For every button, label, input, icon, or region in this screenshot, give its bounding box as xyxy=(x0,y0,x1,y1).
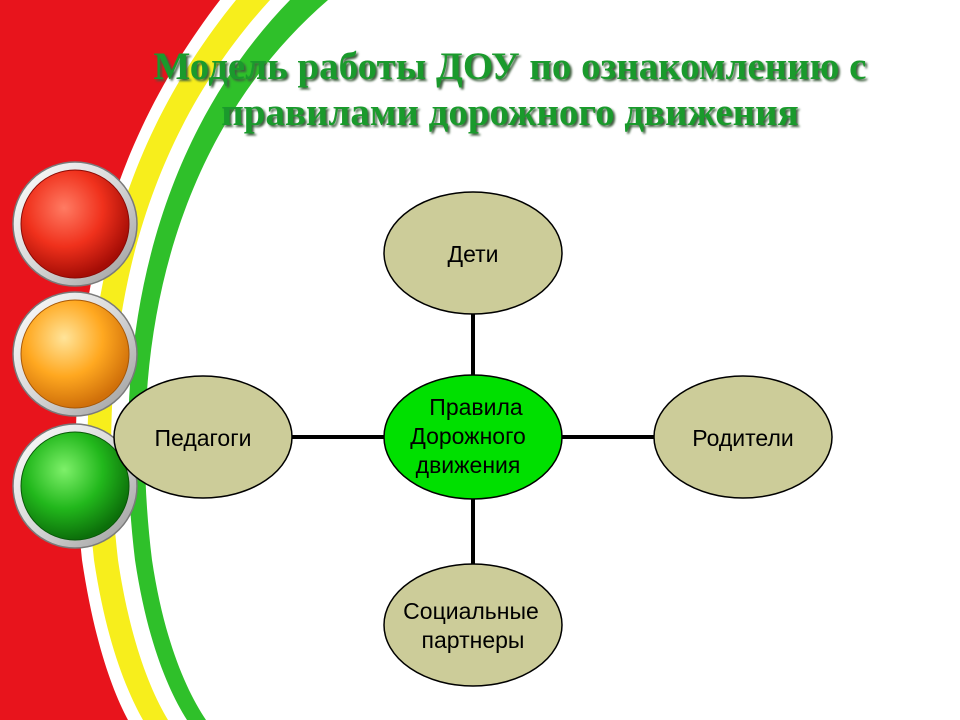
node-bottom: Социальные партнеры xyxy=(383,563,563,687)
node-center-label-line1: Правила xyxy=(429,394,523,420)
node-top: Дети xyxy=(383,191,563,315)
node-right: Родители xyxy=(653,375,833,499)
red-light xyxy=(20,169,130,279)
page-title-line2: правилами дорожного движения xyxy=(221,91,799,134)
node-center: Правила Дорожного движения xyxy=(383,374,563,500)
page-title: Модель работы ДОУ по ознакомлению с прав… xyxy=(80,44,940,136)
node-left: Педагоги xyxy=(113,375,293,499)
node-center-label-line3: движения xyxy=(416,452,521,478)
traffic-light xyxy=(12,161,138,549)
node-center-label-line2: Дорожного xyxy=(410,423,526,449)
green-light xyxy=(20,431,130,541)
node-bottom-label-line1: Социальные xyxy=(403,598,539,624)
node-right-label: Родители xyxy=(692,425,793,451)
node-bottom-label-line2: партнеры xyxy=(422,627,525,653)
node-left-label: Педагоги xyxy=(155,425,252,451)
page-title-line1: Модель работы ДОУ по ознакомлению с xyxy=(153,45,867,88)
node-top-label: Дети xyxy=(448,241,499,267)
yellow-light xyxy=(20,299,130,409)
connectors xyxy=(290,313,655,566)
